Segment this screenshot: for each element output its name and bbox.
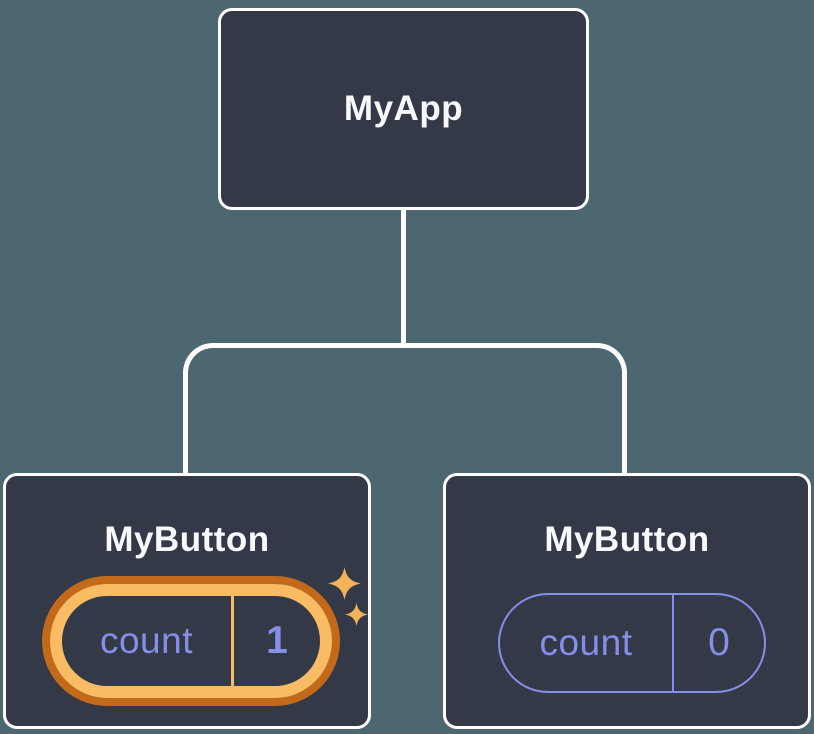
state-name: count	[539, 622, 633, 663]
state-pill-highlighted: count 1	[50, 584, 332, 698]
child-node-mybutton-right: MyButton count 0	[443, 473, 811, 729]
sparkle-small-icon	[345, 603, 368, 626]
sparkle-large-icon	[328, 567, 361, 600]
state-pill: count 0	[498, 593, 766, 693]
child-node-title: MyButton	[104, 520, 270, 559]
connector-branch	[183, 343, 627, 474]
root-node-myapp: MyApp	[218, 8, 589, 210]
child-node-title: MyButton	[544, 520, 710, 559]
root-node-title: MyApp	[343, 89, 464, 128]
child-node-mybutton-left: MyButton count 1	[3, 473, 371, 729]
state-value: 1	[266, 619, 288, 662]
connector-root-stem	[401, 208, 406, 347]
state-name: count	[99, 620, 193, 661]
pill-divider	[231, 596, 234, 686]
state-value: 0	[708, 621, 730, 664]
pill-divider	[672, 595, 674, 691]
